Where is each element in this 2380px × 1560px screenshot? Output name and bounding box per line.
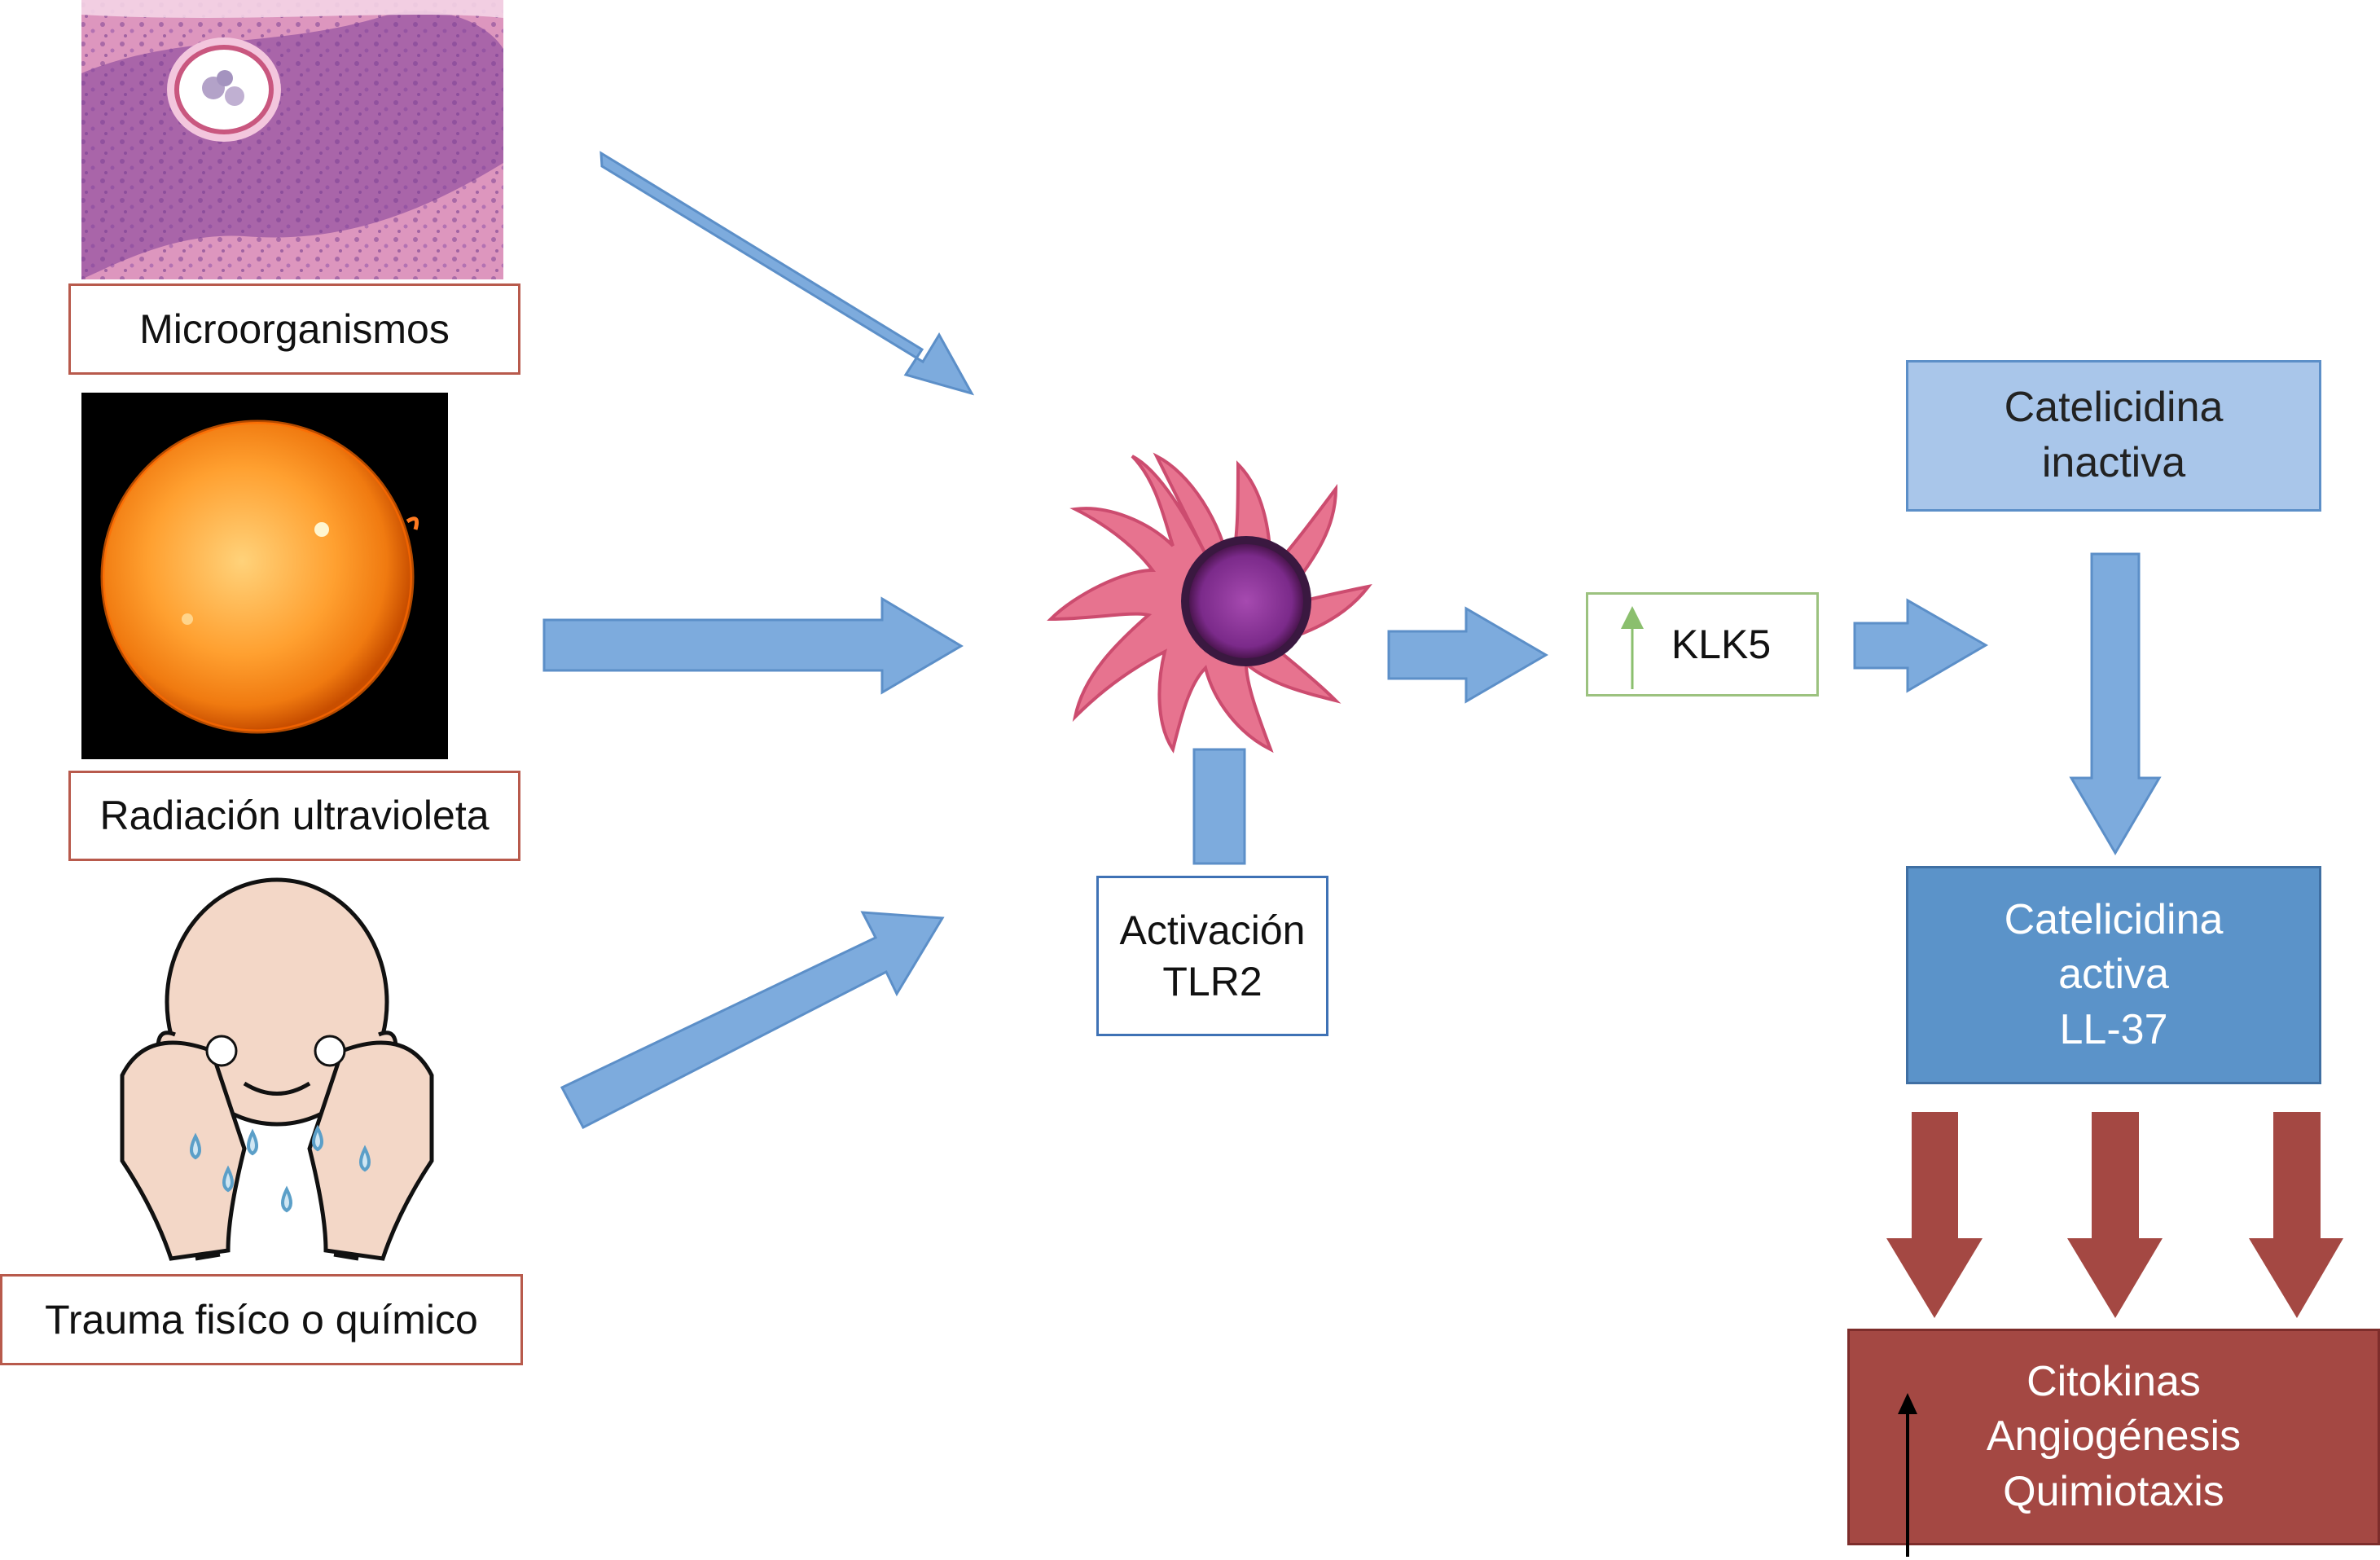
cathelicidin-active-line2: activa (2058, 951, 2169, 999)
arrow-klk5-to-cathelicidin (1853, 598, 1988, 693)
red-arrow-right (2249, 1112, 2343, 1318)
crying-child-image (120, 877, 434, 1261)
cathelicidin-inactive-line1: Catelicidina (2004, 384, 2224, 432)
arrow-inactive-to-active (2069, 552, 2162, 855)
sun-image (81, 393, 448, 759)
dendritic-cell-image (1047, 452, 1372, 754)
cathelicidin-active-box: Catelicidina activa LL-37 (1906, 866, 2321, 1084)
uv-radiation-label: Radiación ultravioleta (68, 771, 520, 861)
trauma-label: Trauma fisíco o químico (0, 1274, 523, 1365)
effects-line2: Angiogénesis (1986, 1413, 2242, 1461)
arrow-microorganisms (599, 151, 975, 396)
effects-line3: Quimiotaxis (2003, 1467, 2224, 1515)
klk5-label-text: KLK5 (1671, 621, 1772, 667)
effects-box: Citokinas Angiogénesis Quimiotaxis (1847, 1329, 2380, 1545)
arrow-uv (542, 596, 964, 695)
klk5-box: KLK5 (1586, 592, 1819, 697)
histology-image (81, 0, 503, 279)
cathelicidin-active-line1: Catelicidina (2004, 895, 2224, 943)
up-arrow-icon (1621, 606, 1644, 689)
microorganisms-label-text: Microorganismos (139, 305, 450, 352)
cathelicidin-active-line3: LL-37 (2059, 1005, 2168, 1053)
input-arrows (542, 151, 975, 1130)
arrow-trauma (560, 911, 945, 1130)
microorganisms-label: Microorganismos (68, 283, 520, 375)
red-arrow-center (2067, 1112, 2163, 1318)
black-up-arrow-icon (1898, 1393, 1917, 1557)
arrow-cell-to-klk5 (1387, 606, 1548, 704)
tlr2-line1: Activación (1119, 907, 1306, 953)
red-arrow-left (1886, 1112, 1983, 1318)
tlr2-line2: TLR2 (1162, 958, 1262, 1004)
cathelicidin-inactive-box: Catelicidina inactiva (1906, 360, 2321, 512)
tlr2-connector (1192, 748, 1246, 865)
effects-line1: Citokinas (2027, 1357, 2201, 1405)
uv-radiation-label-text: Radiación ultravioleta (99, 793, 490, 839)
cathelicidin-inactive-line2: inactiva (2041, 439, 2186, 486)
effect-arrows (1886, 1112, 2343, 1318)
trauma-label-text: Trauma fisíco o químico (45, 1296, 478, 1342)
tlr2-activation-box: Activación TLR2 (1096, 876, 1328, 1036)
